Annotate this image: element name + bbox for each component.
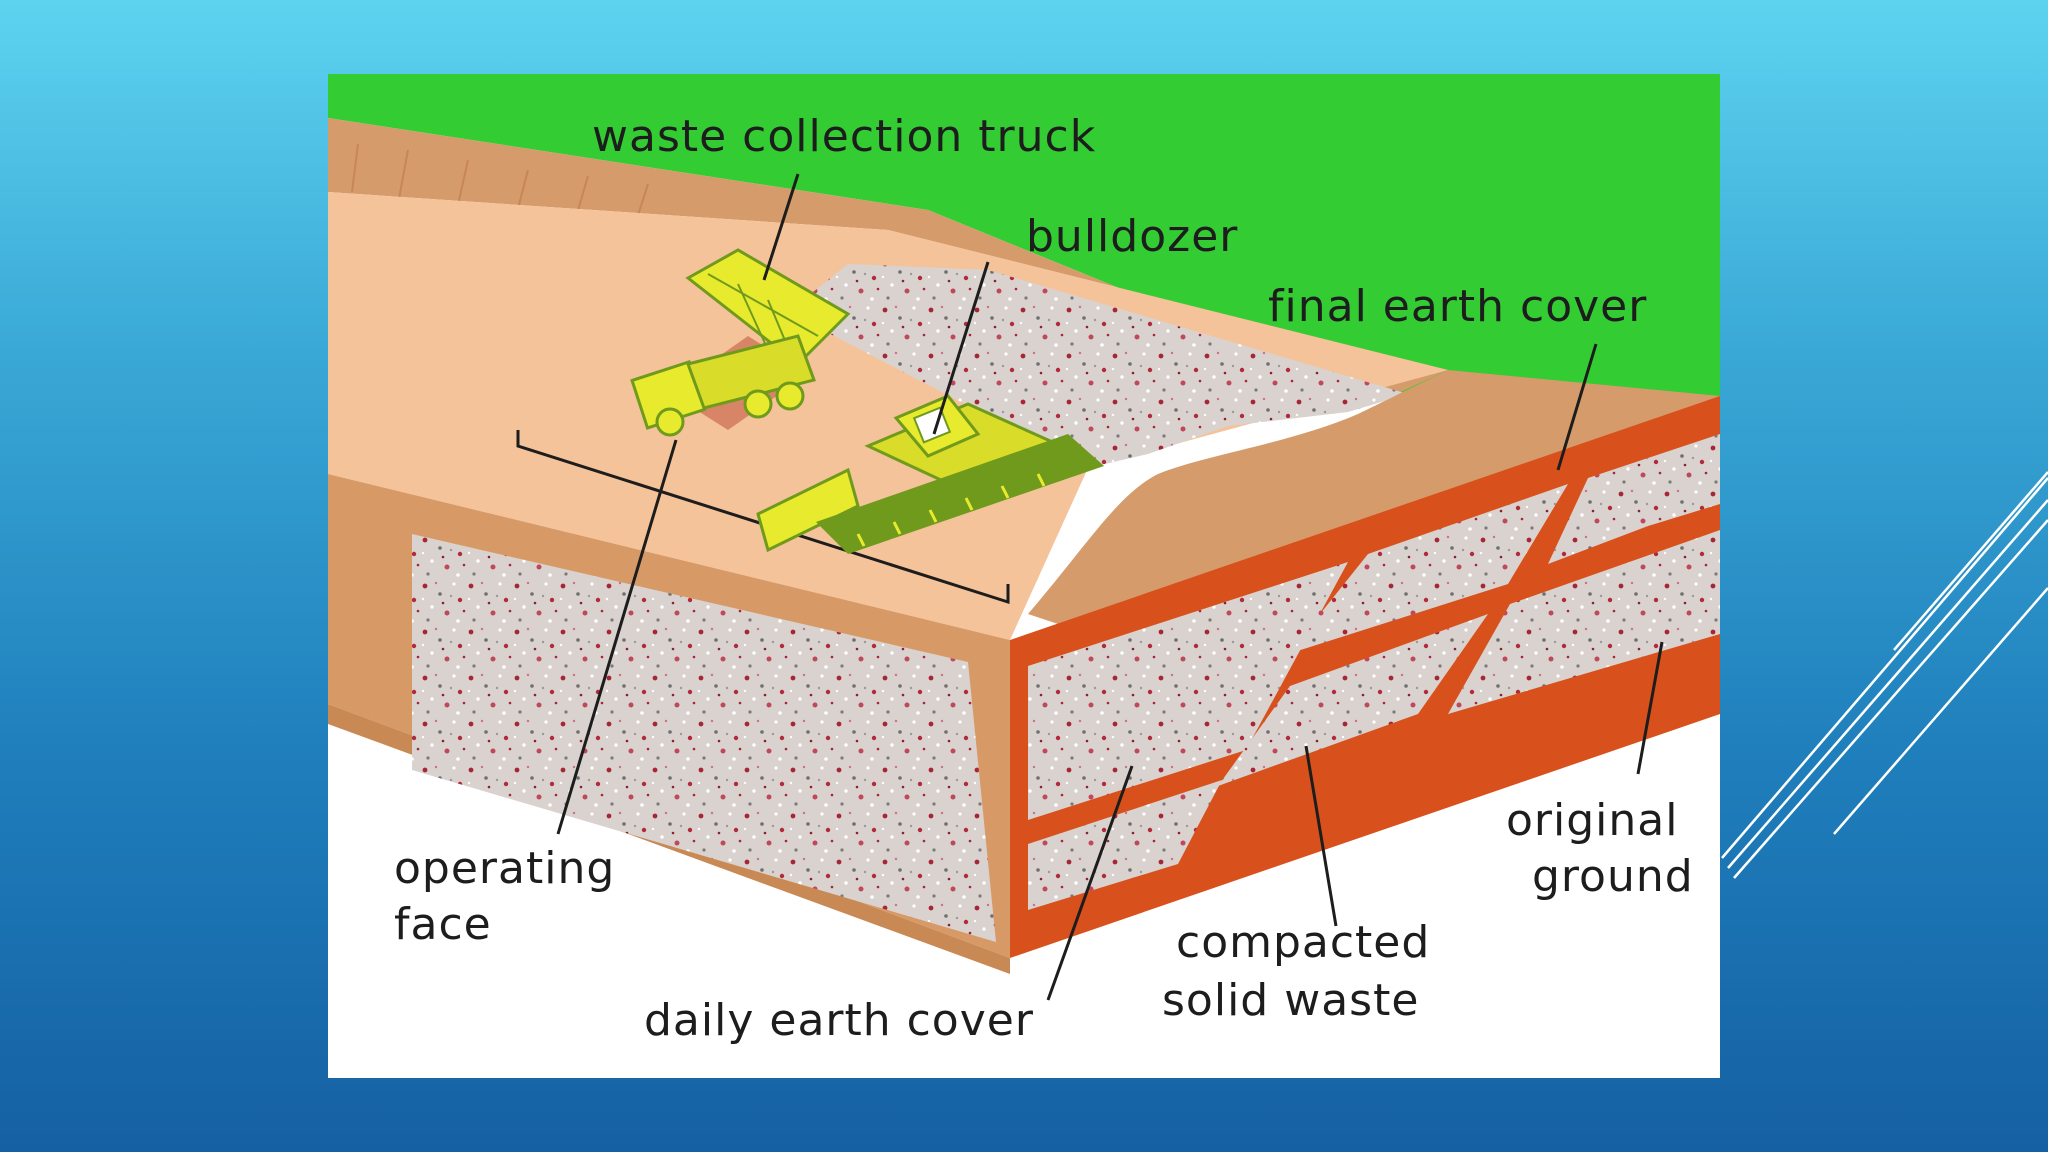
label-daily-earth-cover: daily earth cover bbox=[644, 992, 1034, 1050]
label-compacted-line1: compacted bbox=[1176, 914, 1430, 972]
landfill-diagram: waste collection truck bulldozer final e… bbox=[328, 74, 1720, 1078]
label-waste-collection-truck: waste collection truck bbox=[592, 108, 1096, 166]
label-operating-face-line2: face bbox=[394, 896, 492, 954]
label-bulldozer: bulldozer bbox=[1026, 208, 1238, 266]
landfill-illustration bbox=[328, 74, 1720, 1078]
label-original-line2: ground bbox=[1532, 848, 1694, 906]
label-final-earth-cover: final earth cover bbox=[1268, 278, 1647, 336]
label-compacted-line2: solid waste bbox=[1162, 972, 1419, 1030]
label-operating-face-line1: operating bbox=[394, 840, 615, 898]
label-original-line1: original bbox=[1506, 792, 1678, 850]
